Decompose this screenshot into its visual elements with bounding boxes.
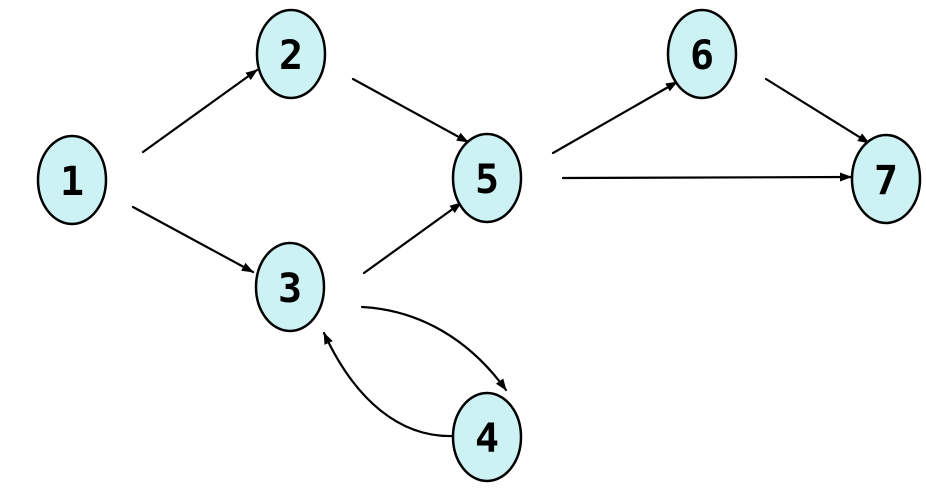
edge-3-to-5 [362, 201, 463, 275]
node-7-label: 7 [874, 158, 898, 204]
edge-6-to-7 [764, 77, 871, 145]
node-6-label: 6 [690, 33, 714, 79]
node-5: 5 [451, 132, 523, 224]
node-4-ellipse [451, 391, 523, 483]
node-2-label: 2 [279, 33, 303, 79]
edge-5-to-6 [551, 80, 679, 155]
edge-1-to-3 [131, 205, 255, 274]
node-7: 7 [850, 133, 922, 225]
node-6: 6 [666, 8, 738, 100]
node-3-ellipse [254, 241, 326, 333]
node-4: 4 [451, 391, 523, 483]
node-1-label: 1 [60, 159, 84, 205]
node-5-ellipse [451, 132, 523, 224]
node-7-ellipse [850, 133, 922, 225]
edge-3-to-4 [360, 305, 508, 392]
node-2: 2 [255, 8, 327, 100]
node-1: 1 [36, 134, 108, 226]
node-6-ellipse [666, 8, 738, 100]
node-5-label: 5 [475, 157, 499, 203]
edge-5-to-7 [561, 172, 853, 182]
node-1-ellipse [36, 134, 108, 226]
node-3: 3 [254, 241, 326, 333]
node-4-label: 4 [475, 416, 499, 462]
edge-2-to-5 [351, 77, 470, 144]
node-2-ellipse [255, 8, 327, 100]
edge-1-to-2 [141, 68, 259, 154]
node-3-label: 3 [278, 266, 302, 312]
edge-4-to-3 [322, 331, 456, 438]
